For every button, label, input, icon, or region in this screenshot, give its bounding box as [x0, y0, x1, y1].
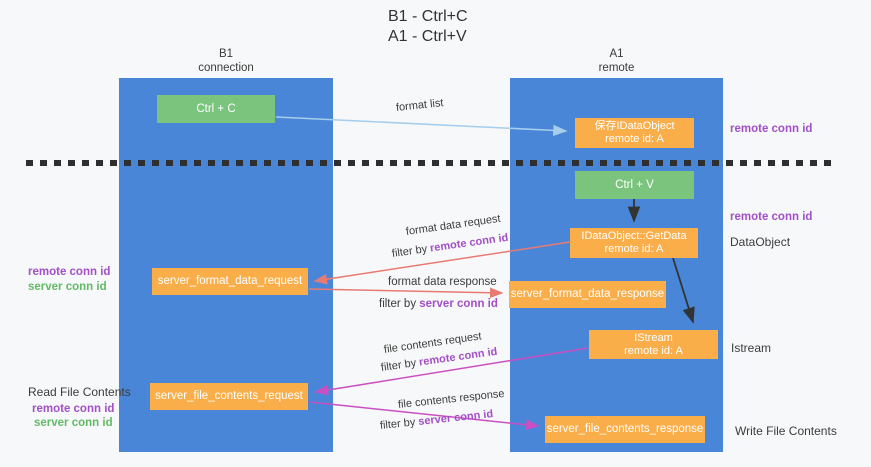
- annotation-mid-remote-conn-id: remote conn id: [730, 211, 813, 223]
- right-column-name: A1: [609, 48, 624, 60]
- ctrl-c-label: Ctrl + C: [196, 102, 236, 115]
- server-conn-id-text: server conn id: [417, 408, 494, 428]
- server-file-contents-response-label: server_file_contents_response: [546, 423, 704, 435]
- filter-by-text: filter by: [379, 416, 419, 432]
- diagram-title: B1 - Ctrl+C A1 - Ctrl+V: [388, 7, 468, 47]
- filter-by-text: filter by: [379, 298, 420, 310]
- server-file-contents-request-box: server_file_contents_request: [150, 383, 308, 410]
- machine-boundary-dashed-line: [26, 160, 833, 166]
- title-line-2: A1 - Ctrl+V: [388, 28, 467, 45]
- server-file-contents-response-box: server_file_contents_response: [545, 416, 705, 443]
- server-conn-id-text: server conn id: [419, 298, 498, 310]
- filter-by-server-conn-id-label-1: filter by server conn id: [379, 298, 498, 310]
- left-column-name: B1: [218, 48, 234, 60]
- ctrl-c-box: Ctrl + C: [157, 95, 275, 123]
- getdata-line1: IDataObject::GetData: [581, 230, 687, 242]
- annotation-dataobject: DataObject: [730, 235, 791, 249]
- format-list-label: format list: [395, 97, 445, 114]
- annotation-left2-server-conn-id: server conn id: [34, 417, 113, 429]
- istream-box: IStream remote id: A: [589, 330, 718, 359]
- annotation-top-remote-conn-id: remote conn id: [730, 123, 813, 135]
- istream-line2: remote id: A: [624, 344, 683, 357]
- left-column-role: connection: [198, 62, 254, 74]
- getdata-line2: remote id: A: [604, 243, 664, 255]
- server-file-contents-request-label: server_file_contents_request: [155, 390, 303, 402]
- remote-conn-id-text: remote conn id: [429, 231, 510, 255]
- save-dataobject-line2: remote id: A: [605, 133, 664, 145]
- server-format-data-response-label: server_format_data_response: [510, 288, 665, 300]
- filter-by-server-conn-id-label-2: filter by server conn id: [379, 408, 493, 432]
- right-column-role: remote: [598, 62, 635, 74]
- left-column-header: B1 connection: [119, 47, 333, 75]
- save-dataobject-box: 保存IDataObject remote id: A: [575, 118, 694, 148]
- filter-by-text: filter by: [380, 356, 420, 374]
- server-format-data-request-label: server_format_data_request: [157, 275, 303, 287]
- annotation-left-server-conn-id: server conn id: [28, 281, 107, 293]
- ctrl-v-box: Ctrl + V: [575, 171, 694, 199]
- ctrl-v-label: Ctrl + V: [615, 178, 654, 191]
- annotation-left-remote-conn-id: remote conn id: [28, 266, 111, 278]
- save-dataobject-line1: 保存IDataObject: [594, 120, 675, 132]
- istream-line1: IStream: [634, 331, 673, 344]
- filter-by-text: filter by: [391, 242, 431, 260]
- annotation-istream: Istream: [731, 341, 772, 355]
- title-line-1: B1 - Ctrl+C: [388, 8, 468, 25]
- annotation-write-file-contents: Write File Contents: [735, 424, 837, 438]
- server-format-data-response-box: server_format_data_response: [509, 281, 666, 308]
- format-data-response-label: format data response: [388, 276, 497, 288]
- right-column-header: A1 remote: [510, 47, 723, 75]
- getdata-box: IDataObject::GetData remote id: A: [570, 228, 698, 258]
- server-format-data-request-box: server_format_data_request: [152, 268, 308, 295]
- annotation-read-file-contents: Read File Contents: [28, 385, 131, 399]
- annotation-left2-remote-conn-id: remote conn id: [32, 403, 115, 415]
